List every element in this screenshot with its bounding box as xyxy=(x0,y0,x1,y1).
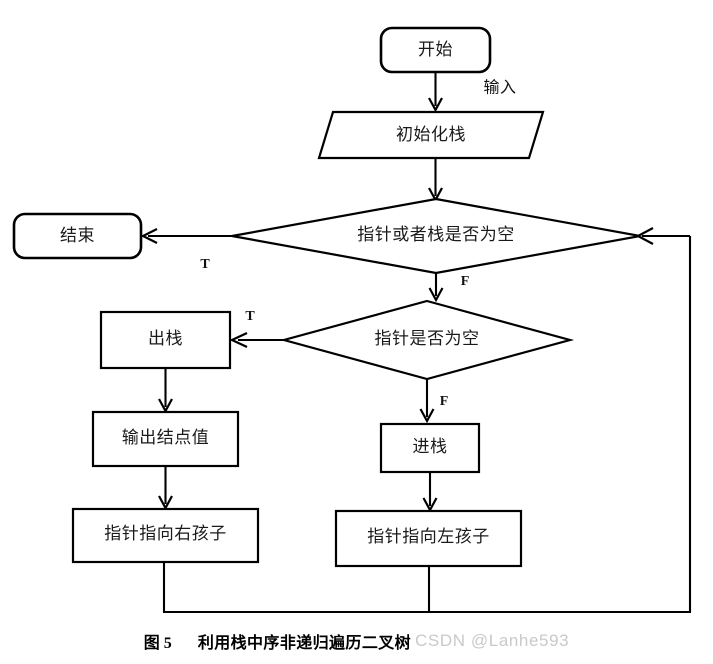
ptr-left-child-label: 指针指向左孩子 xyxy=(367,527,490,546)
node-init-stack: 初始化栈 xyxy=(317,110,545,160)
edge-label-input: 输入 xyxy=(483,79,516,97)
node-output-node-value: 输出结点值 xyxy=(91,410,240,468)
end-shape xyxy=(12,212,143,260)
init-stack-shape xyxy=(317,110,545,160)
caption-title: 利用栈中序非递归遍历二叉树 xyxy=(197,635,412,652)
node-decision-ptr-empty: 指针是否为空 xyxy=(279,299,575,381)
ptr-right-child-shape xyxy=(71,507,260,564)
node-end: 结束 xyxy=(12,212,143,260)
edge-decision1-true-to-end xyxy=(140,228,232,244)
edge-decision1-false-to-decision2 xyxy=(428,273,444,303)
edge-decision2-false-to-push xyxy=(419,379,435,424)
node-push-stack: 进栈 xyxy=(379,422,481,474)
csdn-watermark: CSDN @Lanhe593 xyxy=(415,631,570,650)
node-pop-stack: 出栈 xyxy=(99,310,232,370)
edge-decision2-true-to-pop xyxy=(229,332,284,348)
push-stack-shape xyxy=(379,422,481,474)
node-start: 开始 xyxy=(379,26,492,74)
end-label: 结束 xyxy=(60,226,95,245)
push-stack-label: 进栈 xyxy=(413,437,448,456)
figure-caption: 图 5 利用栈中序非递归遍历二叉树 CSDN @Lanhe593 xyxy=(0,624,713,658)
edge-label-decision2-false: F xyxy=(440,394,449,409)
edge-push-to-left-child xyxy=(422,472,438,513)
edge-output-to-right-child xyxy=(158,466,173,511)
edge-feedback-loop xyxy=(162,227,692,614)
start-label: 开始 xyxy=(418,40,453,59)
node-ptr-to-left-child: 指针指向左孩子 xyxy=(334,509,523,568)
decision2-label: 指针是否为空 xyxy=(375,329,480,348)
caption-number: 图 5 xyxy=(143,635,172,652)
edge-init-to-decision1 xyxy=(428,158,443,203)
node-ptr-to-right-child: 指针指向右孩子 xyxy=(71,507,260,564)
edge-start-to-init xyxy=(428,72,443,113)
init-stack-label: 初始化栈 xyxy=(396,125,466,144)
edge-label-decision1-true: T xyxy=(200,257,210,272)
output-node-value-label: 输出结点值 xyxy=(122,428,210,447)
output-node-value-shape xyxy=(91,410,240,468)
decision1-label: 指针或者栈是否为空 xyxy=(357,225,515,244)
edge-label-decision1-false: F xyxy=(461,274,470,289)
pop-stack-label: 出栈 xyxy=(148,329,183,348)
edge-label-decision2-true: T xyxy=(245,309,255,324)
ptr-right-child-label: 指针指向右孩子 xyxy=(104,524,227,543)
edge-pop-to-output xyxy=(158,368,173,414)
node-decision-ptr-or-stack-empty: 指针或者栈是否为空 xyxy=(231,197,641,275)
